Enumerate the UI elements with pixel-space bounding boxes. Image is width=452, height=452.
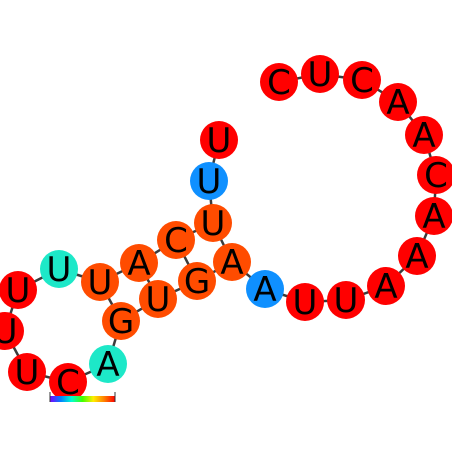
nucleotide: U (327, 281, 365, 321)
nucleotide-circle (49, 363, 87, 401)
nucleotide: U (81, 263, 119, 303)
nucleotide-letter: U (146, 280, 171, 320)
color-scale-bar (49, 392, 116, 402)
nucleotide-circle (157, 221, 195, 259)
nucleotide: A (89, 345, 127, 385)
nucleotide-letter: C (424, 156, 448, 196)
nucleotide-circle (200, 121, 238, 159)
nucleotide-letter: U (15, 353, 40, 393)
nucleotide-circle (0, 312, 24, 350)
nucleotide-circle (8, 353, 46, 391)
nucleotide: A (405, 116, 443, 156)
nucleotide-circle (327, 281, 365, 319)
nucleotide-circle (301, 55, 339, 93)
nucleotide: C (157, 221, 195, 261)
nucleotide: U (190, 162, 228, 202)
nucleotide-letter: U (88, 263, 113, 303)
nucleotide: U (286, 283, 324, 323)
nucleotide: A (213, 243, 251, 283)
nucleotide: U (194, 204, 232, 244)
nucleotide-letter: U (0, 312, 17, 352)
nucleotide-circle (246, 270, 284, 308)
nucleotide-letter: A (96, 345, 119, 385)
nucleotide-circle (415, 197, 452, 235)
nucleotide: U (0, 312, 24, 352)
nucleotide-circle (120, 244, 158, 282)
nucleotide-circle (81, 263, 119, 301)
nucleotide-circle (139, 280, 177, 318)
nucleotide-letter: G (108, 302, 134, 342)
nucleotide-letter: U (334, 281, 359, 321)
nucleotide-letter: A (253, 270, 276, 310)
nucleotide-letter: U (293, 283, 318, 323)
nucleotide-letter: U (6, 271, 31, 311)
nucleotide-circle (417, 156, 452, 194)
nucleotide-letter: A (127, 244, 150, 284)
nucleotide-circle (343, 61, 381, 99)
nucleotide-letter: U (201, 204, 226, 244)
nucleotide-circle (0, 271, 37, 309)
nucleotide: U (301, 55, 339, 95)
nucleotide-circle (367, 267, 405, 305)
nucleotide: G (102, 302, 140, 342)
nucleotide-letter: U (47, 250, 72, 290)
nucleotide: U (139, 280, 177, 320)
nucleotide: A (379, 83, 417, 123)
nucleotide-circle (89, 345, 127, 383)
nucleotide-letter: C (267, 63, 291, 103)
nucleotide-circle (178, 262, 216, 300)
nucleotide-letter: A (412, 116, 435, 156)
nucleotide: A (120, 244, 158, 284)
nucleotide-letter: U (207, 121, 232, 161)
nucleotide-letter: A (374, 267, 397, 307)
nucleotide-letter: C (164, 221, 188, 261)
nucleotide-circle (260, 63, 298, 101)
nucleotide-circle (213, 243, 251, 281)
nucleotide: A (398, 237, 436, 277)
nucleotide: U (0, 271, 37, 311)
backbone-line (3, 72, 438, 384)
nucleotide-letter: A (422, 197, 445, 237)
nucleotide-letter: G (184, 262, 210, 302)
nucleotide: C (343, 61, 381, 101)
nucleotide-circle (190, 162, 228, 200)
nucleotide: A (415, 197, 452, 237)
nucleotide-letter: C (350, 61, 374, 101)
nucleotide-letter: U (308, 55, 333, 95)
backbone (3, 72, 438, 384)
nucleotide-circle (40, 250, 78, 288)
color-scale-gradient (50, 396, 115, 402)
nucleotide-letter: A (405, 237, 428, 277)
nucleotide-letter: C (56, 363, 80, 403)
nucleotide: C (260, 63, 298, 103)
nucleotide: A (246, 270, 284, 310)
nucleotide-circle (194, 204, 232, 242)
nucleotide-circle (102, 302, 140, 340)
nucleotide-circle (405, 116, 443, 154)
nucleotide: C (49, 363, 87, 403)
nucleotide-circle (398, 237, 436, 275)
nucleotide-circle (286, 283, 324, 321)
nucleotide-letter: U (197, 162, 222, 202)
nucleotide: U (40, 250, 78, 290)
nucleotide-letter: A (220, 243, 243, 283)
nucleotide: C (417, 156, 452, 196)
nucleotide-letter: A (386, 83, 409, 123)
nucleotide: G (178, 262, 216, 302)
nucleotide: U (200, 121, 238, 161)
nucleotide-circle (379, 83, 417, 121)
nucleotide: A (367, 267, 405, 307)
nucleotide: U (8, 353, 46, 393)
